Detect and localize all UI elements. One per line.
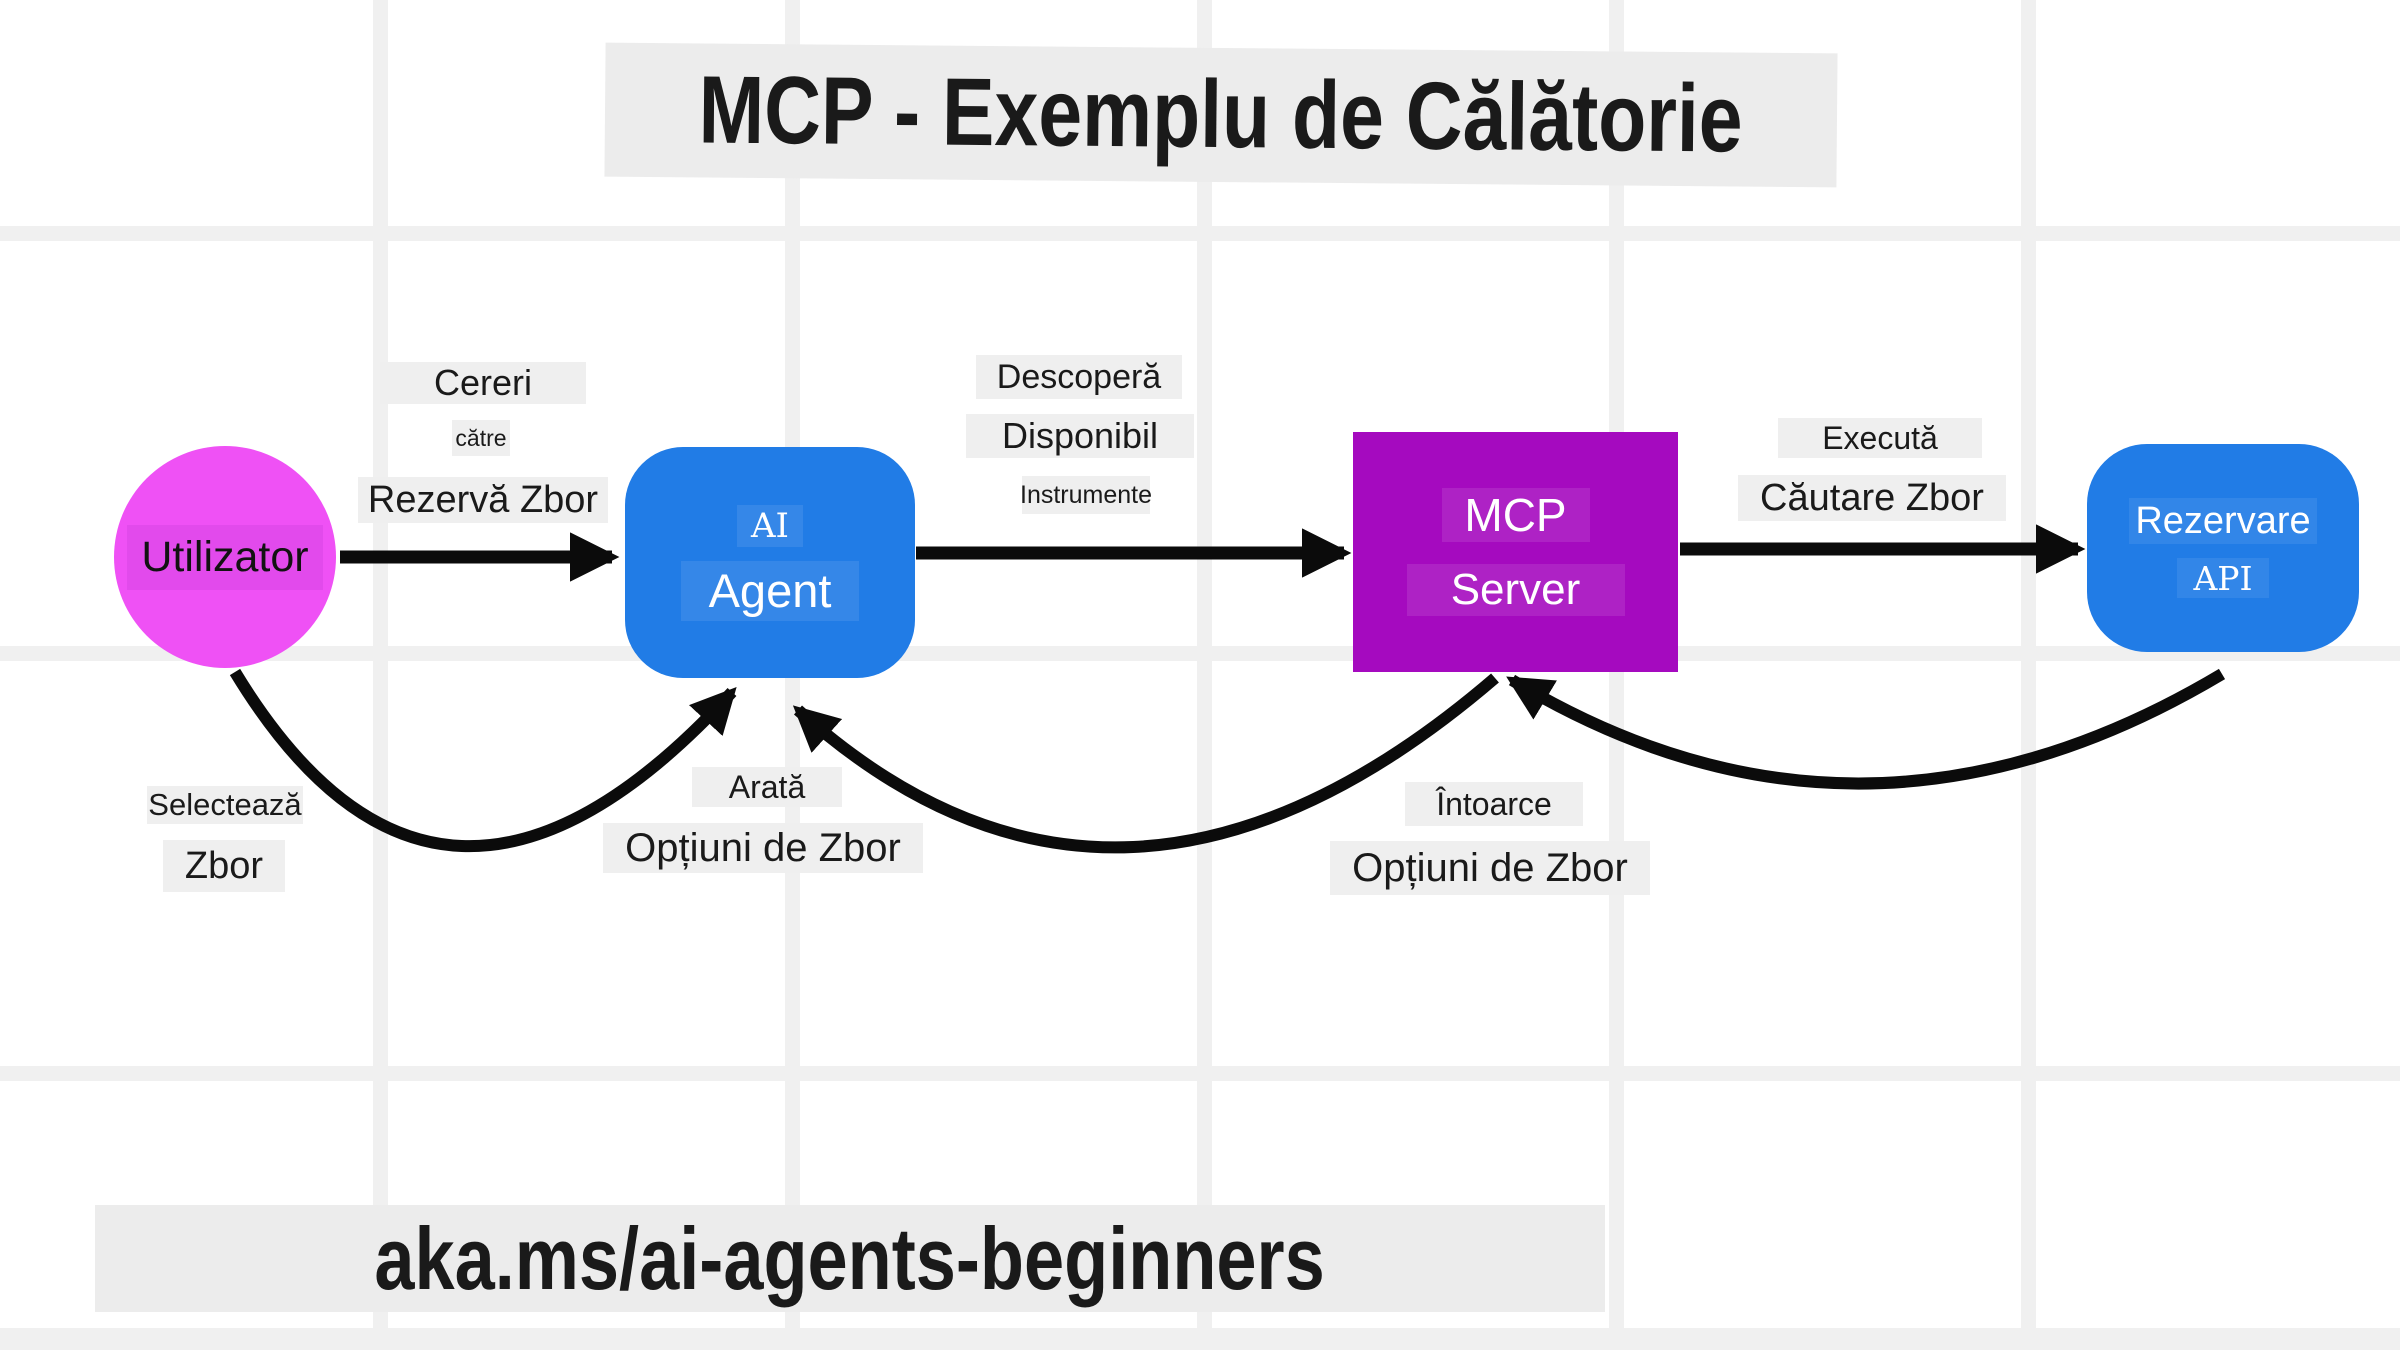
label-available: Disponibil — [966, 414, 1194, 458]
node-user: Utilizator — [114, 446, 336, 668]
node-ai-agent: AI Agent — [625, 447, 915, 678]
label-selects-flight: Zbor — [163, 840, 285, 892]
label-returns: Întoarce — [1405, 782, 1583, 826]
arrow-mcp-returns-to-agent — [792, 673, 1499, 854]
label-returns-flight-options: Opțiuni de Zbor — [1330, 841, 1650, 895]
node-mcp-server-line1: MCP — [1441, 488, 1590, 542]
label-selects: Selectează — [147, 786, 303, 824]
footer-link-text: aka.ms/ai-agents-beginners — [374, 1208, 1326, 1308]
footer-band: aka.ms/ai-agents-beginners — [95, 1205, 1605, 1312]
node-booking-api-line2: API — [2177, 558, 2269, 598]
node-ai-agent-line2: Agent — [681, 560, 859, 621]
label-book-flight: Rezervă Zbor — [358, 477, 608, 523]
label-to: către — [452, 420, 510, 456]
label-flight-search: Căutare Zbor — [1738, 475, 2006, 521]
node-mcp-server-line2: Server — [1406, 564, 1625, 616]
diagram-title: MCP - Exemplu de Călătorie — [698, 56, 1744, 173]
node-booking-api: Rezervare API — [2087, 444, 2359, 652]
node-user-label: Utilizator — [141, 532, 309, 581]
label-requests: Cereri — [380, 362, 586, 404]
label-shows: Arată — [692, 767, 842, 807]
label-shows-flight-options: Opțiuni de Zbor — [603, 823, 923, 873]
node-booking-api-line1: Rezervare — [2129, 498, 2317, 544]
arrow-user-selects-flight — [229, 668, 737, 853]
label-executes: Execută — [1778, 418, 1982, 458]
node-mcp-server: MCP Server — [1353, 432, 1678, 672]
node-ai-agent-line1: AI — [737, 504, 803, 547]
arrow-api-returns-to-mcp — [1506, 668, 2226, 790]
diagram-title-band: MCP - Exemplu de Călătorie — [604, 42, 1838, 188]
label-tools: Instrumente — [1020, 476, 1152, 514]
label-discovers: Descoperă — [976, 355, 1182, 399]
